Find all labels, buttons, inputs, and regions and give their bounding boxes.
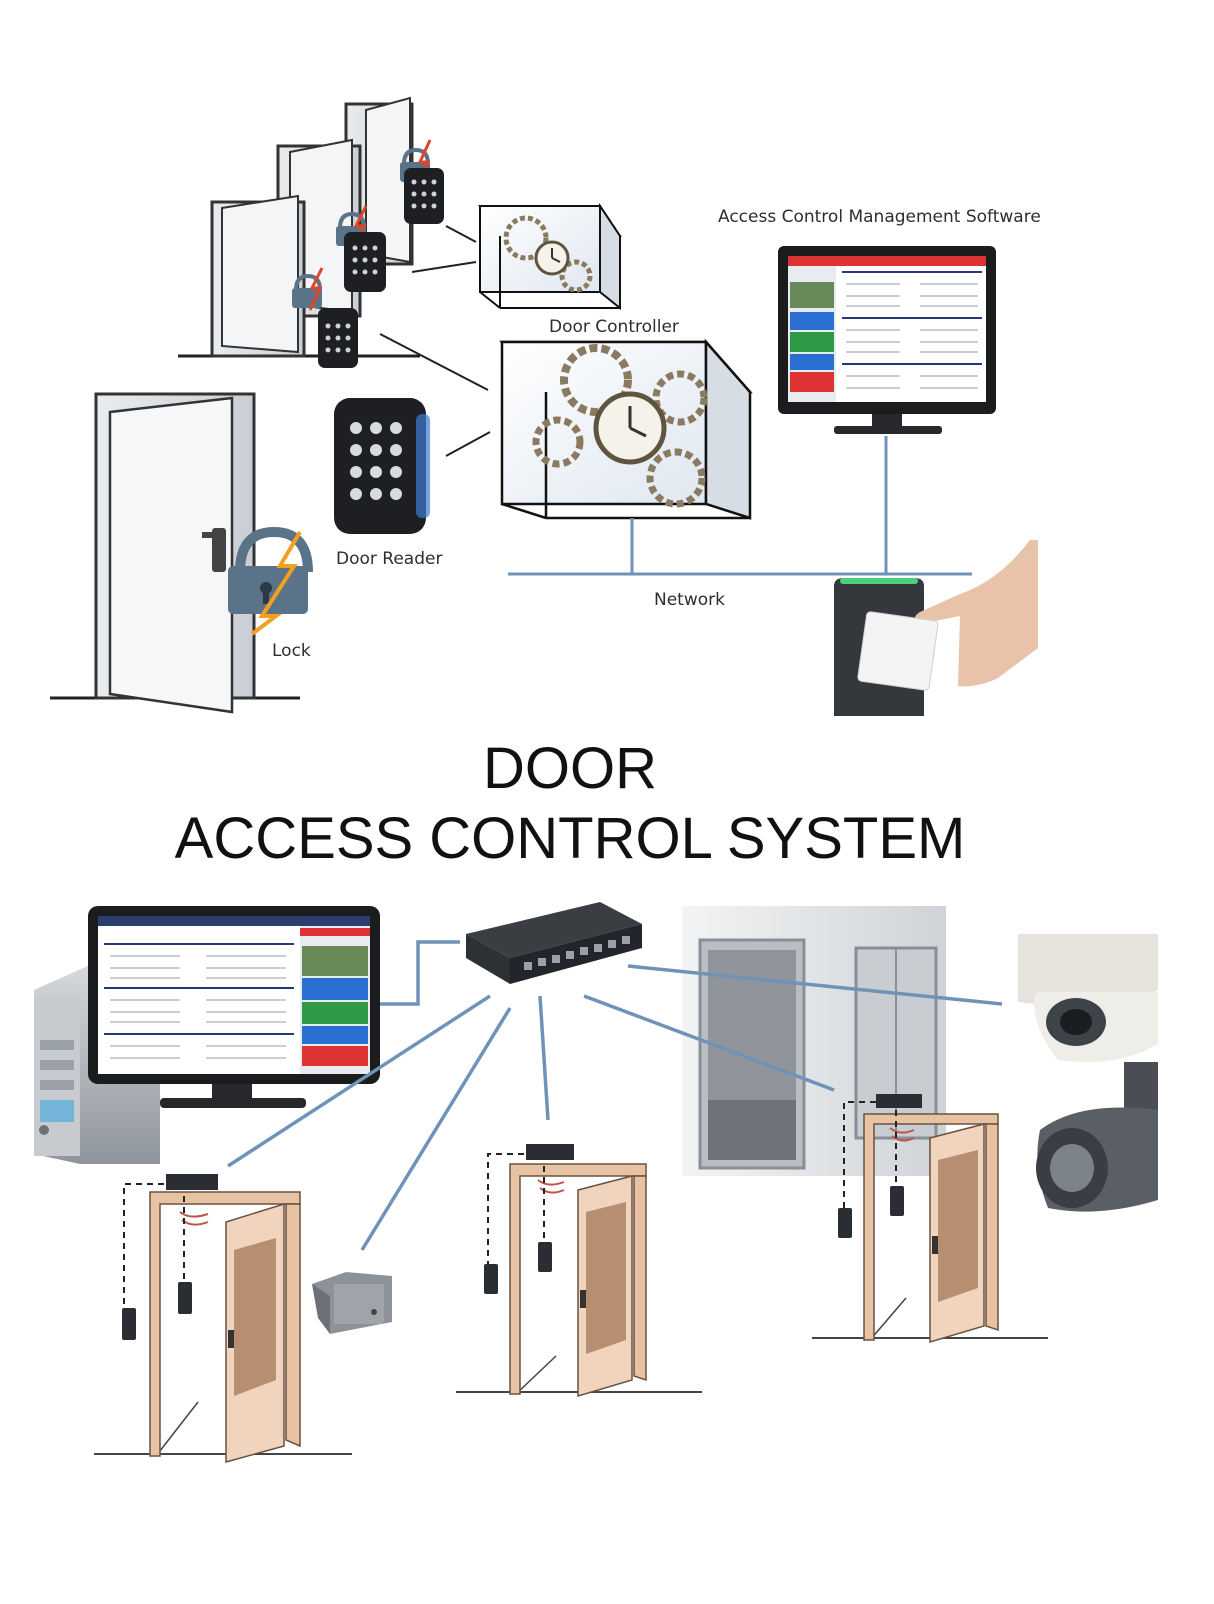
magnetic-lock-icon <box>526 1144 574 1160</box>
label-management-software: Access Control Management Software <box>718 207 1041 227</box>
connection-lines <box>379 225 491 457</box>
card-reader-icon <box>834 540 1038 716</box>
door-icon <box>94 1174 352 1463</box>
intercom-speaker-icon <box>312 1272 392 1334</box>
label-network: Network <box>654 590 725 610</box>
gear-box-icon <box>499 338 753 520</box>
door-icon <box>178 96 420 358</box>
title-line-1: DOOR <box>483 736 657 801</box>
keypad-reader-icon <box>318 168 444 368</box>
elevator-icon <box>682 906 946 1176</box>
dome-camera-icon <box>1018 934 1158 1062</box>
door-icon <box>50 392 300 714</box>
magnetic-lock-icon <box>876 1094 922 1108</box>
magnetic-lock-icon <box>166 1174 218 1190</box>
keypad-reader-icon <box>334 398 430 534</box>
monitor-icon <box>88 906 380 1108</box>
door-icon <box>812 1094 1048 1344</box>
network-switch-icon <box>466 902 642 984</box>
bullet-camera-icon <box>1036 1062 1158 1212</box>
label-lock: Lock <box>272 641 311 661</box>
label-door-controller: Door Controller <box>549 317 679 337</box>
door-icon <box>456 1144 702 1398</box>
monitor-icon: Access Control Management Software <box>718 207 1041 434</box>
title-line-2: ACCESS CONTROL SYSTEM <box>175 806 966 871</box>
label-door-reader: Door Reader <box>336 549 442 569</box>
network-line <box>508 436 972 576</box>
network-line <box>227 940 1003 1251</box>
lightning-icon <box>250 530 302 636</box>
gear-box-icon <box>478 202 622 311</box>
